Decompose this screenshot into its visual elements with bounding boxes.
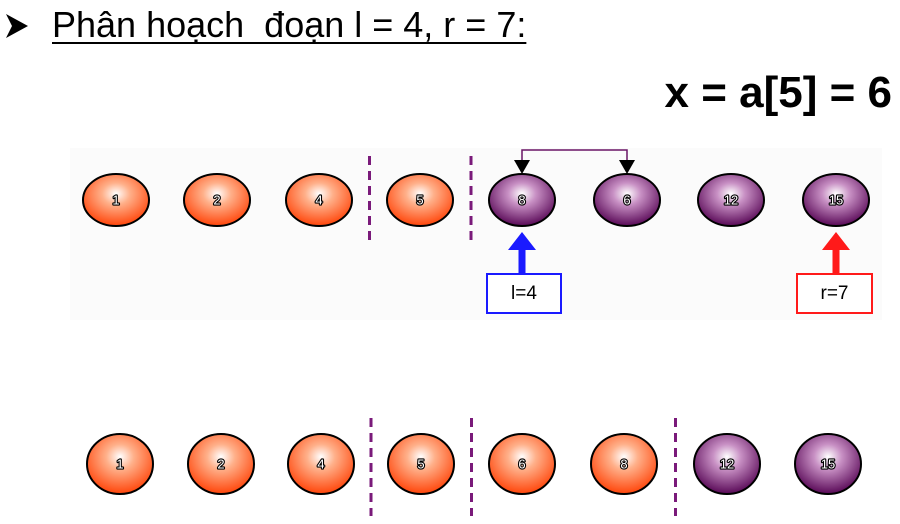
- after-ball-label: 8: [620, 457, 627, 472]
- after-ball-label: 1: [116, 457, 123, 472]
- swap-arrowhead-right-icon: [619, 160, 635, 174]
- before-ball: [183, 173, 251, 227]
- after-ball: [693, 433, 761, 495]
- after-ball-label: 5: [417, 457, 424, 472]
- swap-arrowhead-left-icon: [514, 160, 530, 174]
- before-ball-label: 1: [112, 193, 119, 208]
- after-ball: [86, 433, 154, 495]
- after-ball: [794, 433, 862, 495]
- after-ball: [187, 433, 255, 495]
- after-ball: [590, 433, 658, 495]
- before-ball: [697, 173, 765, 227]
- l-pointer-arrowhead-icon: [508, 232, 536, 250]
- swap-connector: [521, 149, 628, 170]
- before-ball: [386, 173, 454, 227]
- r-pointer-box: r=7: [796, 273, 873, 314]
- after-ball-label: 6: [518, 457, 525, 472]
- before-ball: [802, 173, 870, 227]
- after-ball-label: 2: [217, 457, 224, 472]
- after-ball: [488, 433, 556, 495]
- before-ball: [82, 173, 150, 227]
- before-ball-label: 15: [829, 193, 843, 208]
- after-ball: [387, 433, 455, 495]
- before-ball-label: 6: [623, 193, 630, 208]
- after-ball: [287, 433, 355, 495]
- before-ball-label: 4: [315, 193, 322, 208]
- l-pointer-shaft: [518, 248, 526, 273]
- after-ball-label: 15: [821, 457, 835, 472]
- pivot-formula: x = a[5] = 6: [664, 68, 892, 117]
- arrow-bullet-icon: [6, 14, 28, 38]
- before-ball: [285, 173, 353, 227]
- r-pointer-shaft: [832, 248, 840, 273]
- l-pointer-box: l=4: [486, 273, 562, 314]
- before-ball-label: 5: [416, 193, 423, 208]
- r-pointer-arrowhead-icon: [822, 232, 850, 250]
- after-ball-label: 12: [720, 457, 734, 472]
- after-ball-label: 4: [317, 457, 324, 472]
- heading-text: Phân hoạch đoạn l = 4, r = 7:: [52, 4, 527, 45]
- before-ball-label: 2: [213, 193, 220, 208]
- before-ball-label: 12: [724, 193, 738, 208]
- before-ball-label: 8: [518, 193, 525, 208]
